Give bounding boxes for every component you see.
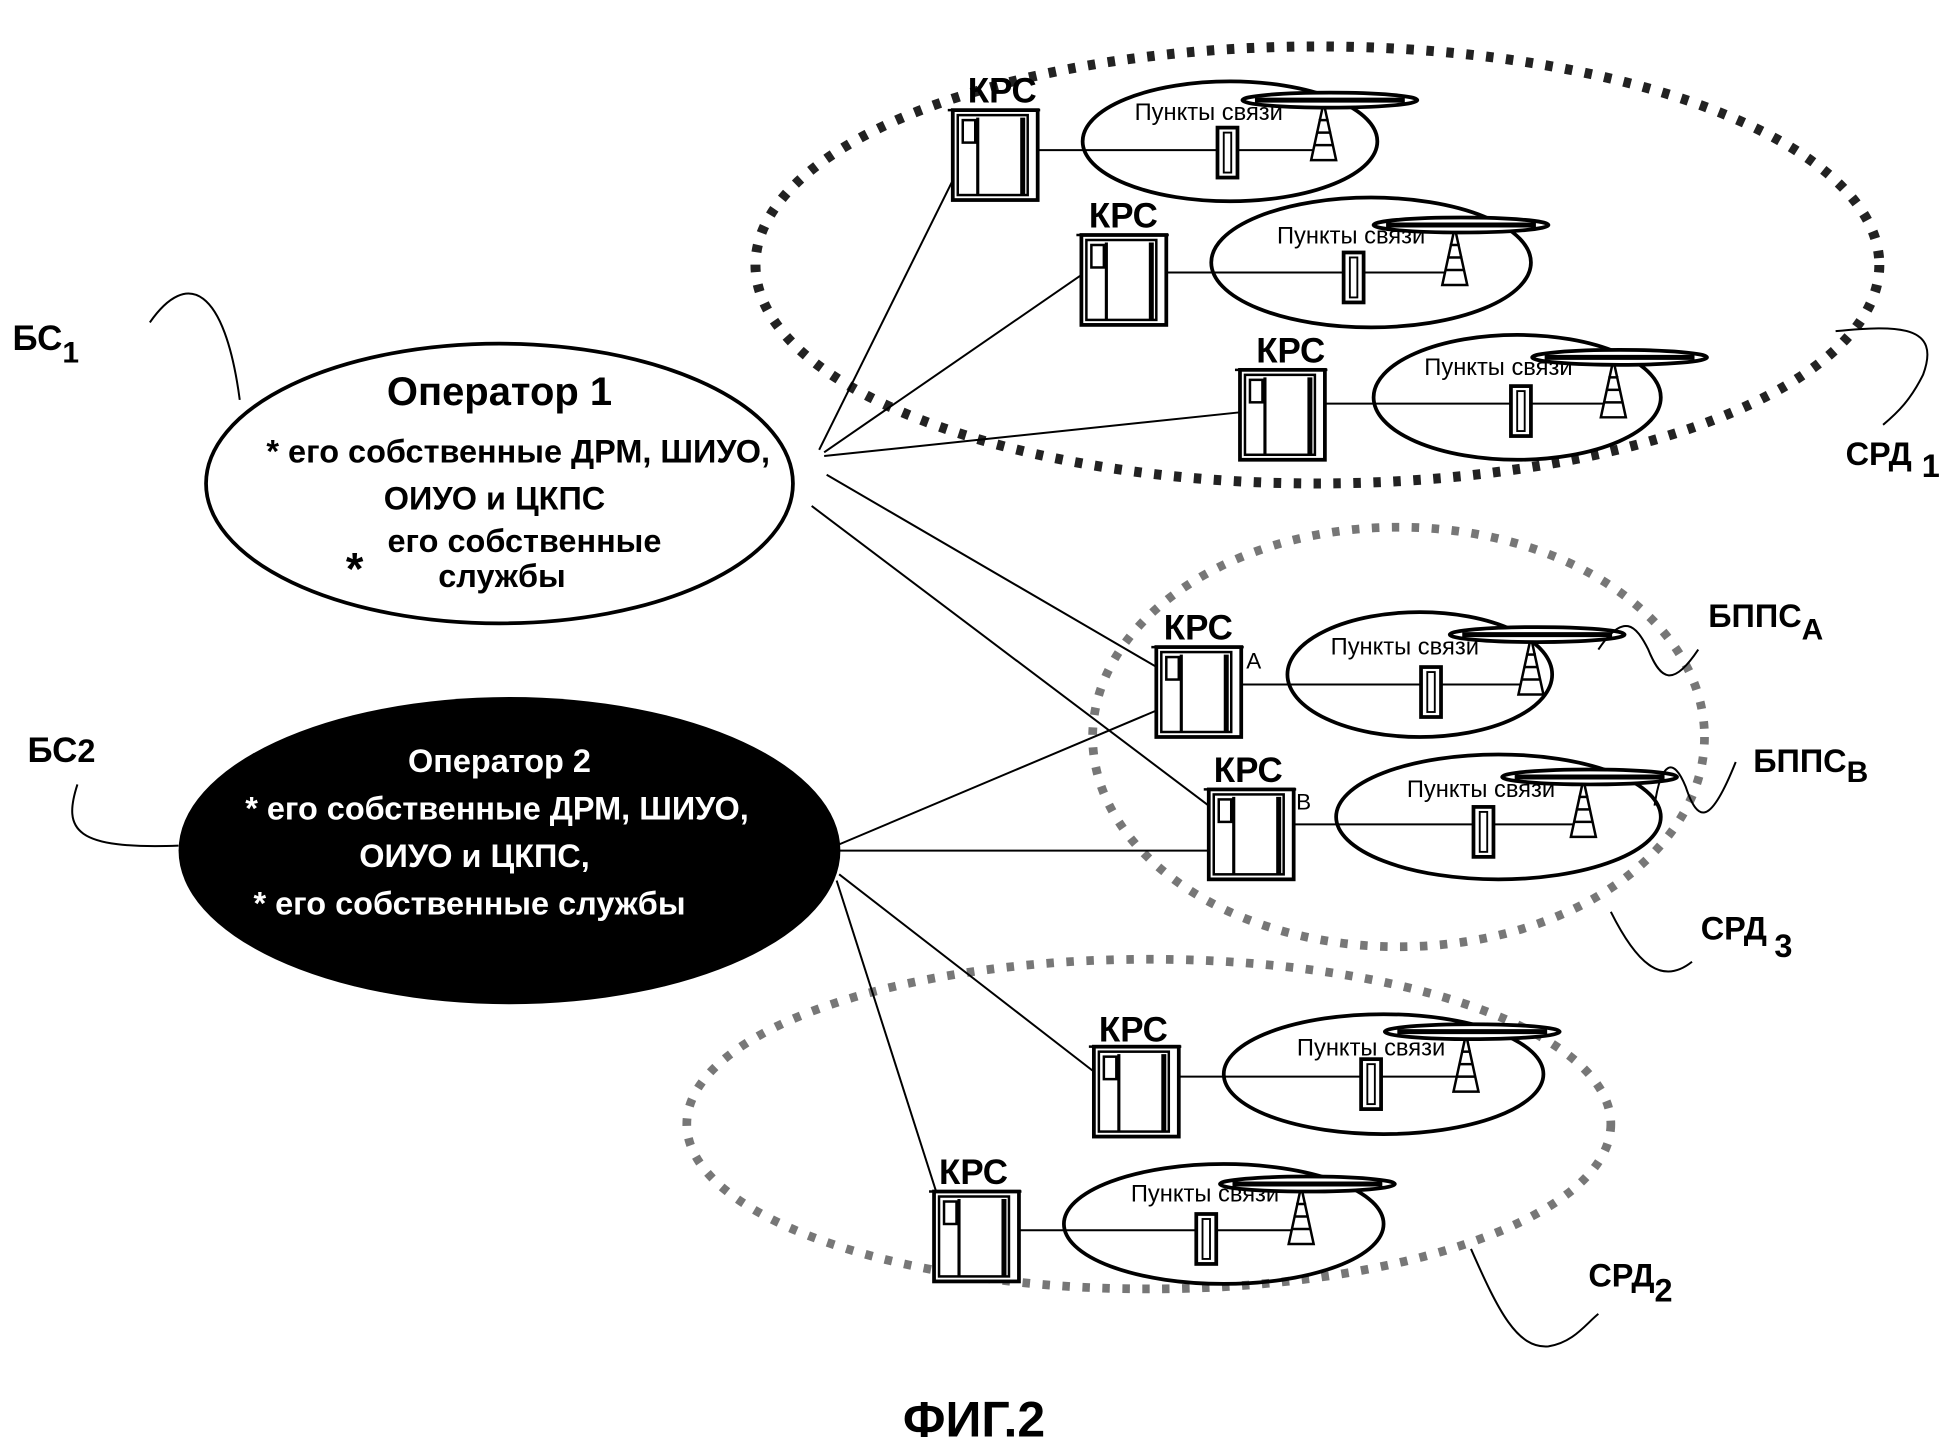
krs-label: КРС bbox=[968, 72, 1037, 111]
cell-area[interactable]: Пункты связи bbox=[1293, 752, 1677, 882]
operator-2-node[interactable]: Оператор 2 * его собственные ДРМ, ШИУО, … bbox=[178, 697, 841, 1005]
operator-2-line-1: * его собственные ДРМ, ШИУО, bbox=[245, 790, 749, 826]
region-srd3 bbox=[1088, 522, 1709, 952]
krs-label: КРС bbox=[1089, 197, 1158, 236]
krs-label: КРС bbox=[1099, 1011, 1168, 1050]
antenna-tower-icon bbox=[1532, 350, 1707, 417]
krs-label: КРС bbox=[1256, 331, 1325, 370]
leader-bppsb bbox=[1653, 761, 1737, 814]
leader-srd2 bbox=[1470, 1248, 1599, 1348]
krs-node[interactable]: КРС bbox=[1089, 1011, 1181, 1137]
antenna-tower-icon bbox=[1374, 218, 1549, 285]
leader-bppsa bbox=[1597, 625, 1700, 677]
cell-area[interactable]: Пункты связи bbox=[1178, 1012, 1560, 1136]
cell-area[interactable]: Пункты связи bbox=[1241, 610, 1624, 739]
ref-bs2: БС2 bbox=[27, 731, 95, 770]
asterisk-icon: * bbox=[346, 544, 364, 595]
terminal-icon bbox=[1341, 250, 1366, 305]
cell-label: Пункты связи bbox=[1297, 1035, 1445, 1061]
krs-label: КРС bbox=[1214, 751, 1283, 790]
terminal-icon bbox=[1359, 1057, 1383, 1111]
operator-2-line-2: ОИУО и ЦКПС, bbox=[359, 838, 589, 874]
figure-caption: ФИГ.2 bbox=[903, 1391, 1045, 1444]
cell-area[interactable]: Пункты связи bbox=[1166, 195, 1549, 330]
ref-bppsa: БППСA bbox=[1708, 598, 1823, 646]
terminal-icon bbox=[1215, 125, 1240, 180]
region-srd1 bbox=[750, 41, 1885, 489]
leader-bs2 bbox=[71, 784, 179, 848]
operator-1-line-4: службы bbox=[438, 558, 565, 594]
operator-1-line-1: * его собственные ДРМ, ШИУО, bbox=[266, 433, 770, 469]
krs-node-b[interactable]: КРС B bbox=[1204, 751, 1311, 879]
antenna-tower-icon bbox=[1220, 1177, 1395, 1244]
operator-1-title: Оператор 1 bbox=[387, 370, 612, 414]
krs-label: КРС bbox=[1164, 609, 1233, 648]
cell-area[interactable]: Пункты связи bbox=[1018, 1162, 1395, 1286]
krs-node[interactable]: КРС bbox=[1076, 197, 1168, 325]
krs-label: КРС bbox=[939, 1153, 1008, 1192]
region-srd2 bbox=[682, 954, 1616, 1294]
leader-srd1 bbox=[1835, 327, 1929, 426]
krs-node-a[interactable]: КРС A bbox=[1151, 609, 1261, 737]
cell-label: Пункты связи bbox=[1331, 635, 1479, 661]
operator-1-node[interactable]: Оператор 1 * его собственные ДРМ, ШИУО, … bbox=[204, 341, 795, 626]
krs-suffix-b: B bbox=[1296, 789, 1311, 814]
operator-1-line-3: его собственные bbox=[387, 523, 661, 559]
links-operator-2 bbox=[835, 708, 1209, 1194]
terminal-icon bbox=[1194, 1212, 1219, 1266]
operator-1-line-2: ОИУО и ЦКПС bbox=[384, 481, 605, 517]
cell-area[interactable]: Пункты связи bbox=[1037, 79, 1418, 204]
krs-suffix-a: A bbox=[1246, 648, 1261, 673]
ref-bs1: БС1 bbox=[12, 319, 79, 369]
krs-node[interactable]: КРС bbox=[948, 72, 1040, 200]
krs-node[interactable]: КРС bbox=[1235, 331, 1327, 459]
terminal-icon bbox=[1419, 665, 1443, 719]
ref-srd2: СРД2 bbox=[1588, 1257, 1672, 1308]
antenna-tower-icon bbox=[1502, 769, 1677, 836]
links-operator-1 bbox=[811, 149, 1241, 807]
leader-bs1 bbox=[149, 292, 241, 400]
leader-srd3 bbox=[1609, 911, 1693, 973]
cell-area[interactable]: Пункты связи bbox=[1324, 333, 1707, 462]
ref-bppsb: БППСB bbox=[1753, 743, 1868, 789]
terminal-icon bbox=[1471, 805, 1496, 859]
operator-2-title: Оператор 2 bbox=[408, 743, 591, 779]
krs-node[interactable]: КРС bbox=[929, 1153, 1021, 1281]
operator-2-line-3: * его собственные службы bbox=[253, 885, 685, 921]
terminal-icon bbox=[1509, 384, 1533, 438]
